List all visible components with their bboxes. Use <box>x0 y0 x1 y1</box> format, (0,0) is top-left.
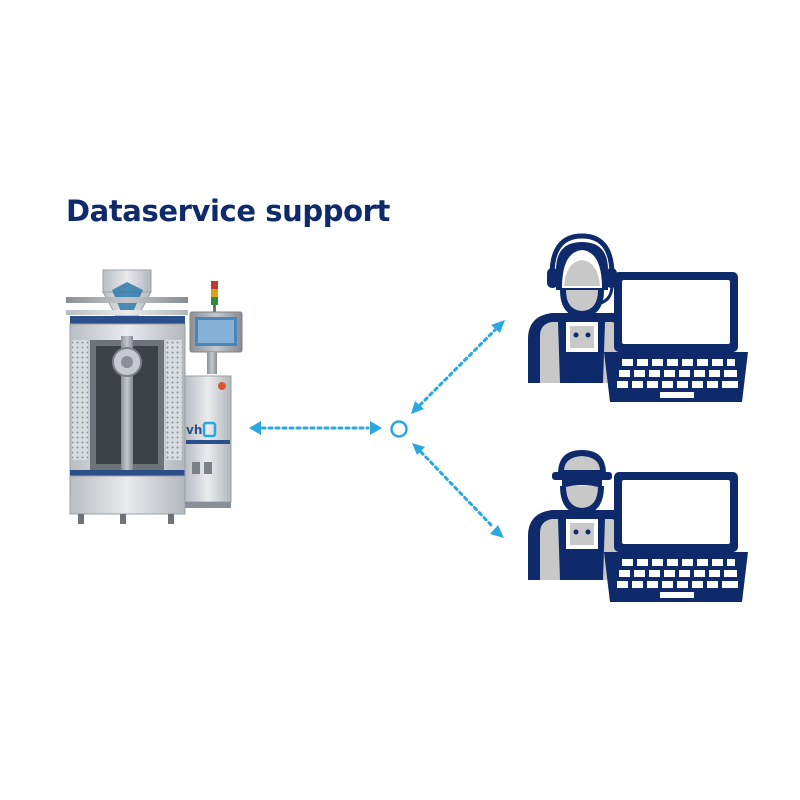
arrowhead-up-right <box>491 320 505 333</box>
machine-logo-icon <box>202 421 217 438</box>
data-hub-circle <box>390 420 408 438</box>
arrowhead-up-left <box>412 443 425 455</box>
arrowhead-down-right <box>490 525 504 538</box>
machine-logo-text: vh <box>186 423 202 437</box>
connector-hub-agent-headset <box>411 320 505 414</box>
support-technician-icon <box>528 450 748 602</box>
support-agent-headset-icon <box>528 233 748 402</box>
packaging-machine: vh <box>66 269 243 524</box>
arrowhead-right <box>370 421 382 435</box>
arrowhead-down-left <box>411 401 424 414</box>
connector-hub-technician <box>412 443 504 538</box>
arrowhead-left <box>249 421 261 435</box>
diagram-title: Dataservice support <box>66 194 391 228</box>
connector-machine-hub <box>249 421 382 435</box>
